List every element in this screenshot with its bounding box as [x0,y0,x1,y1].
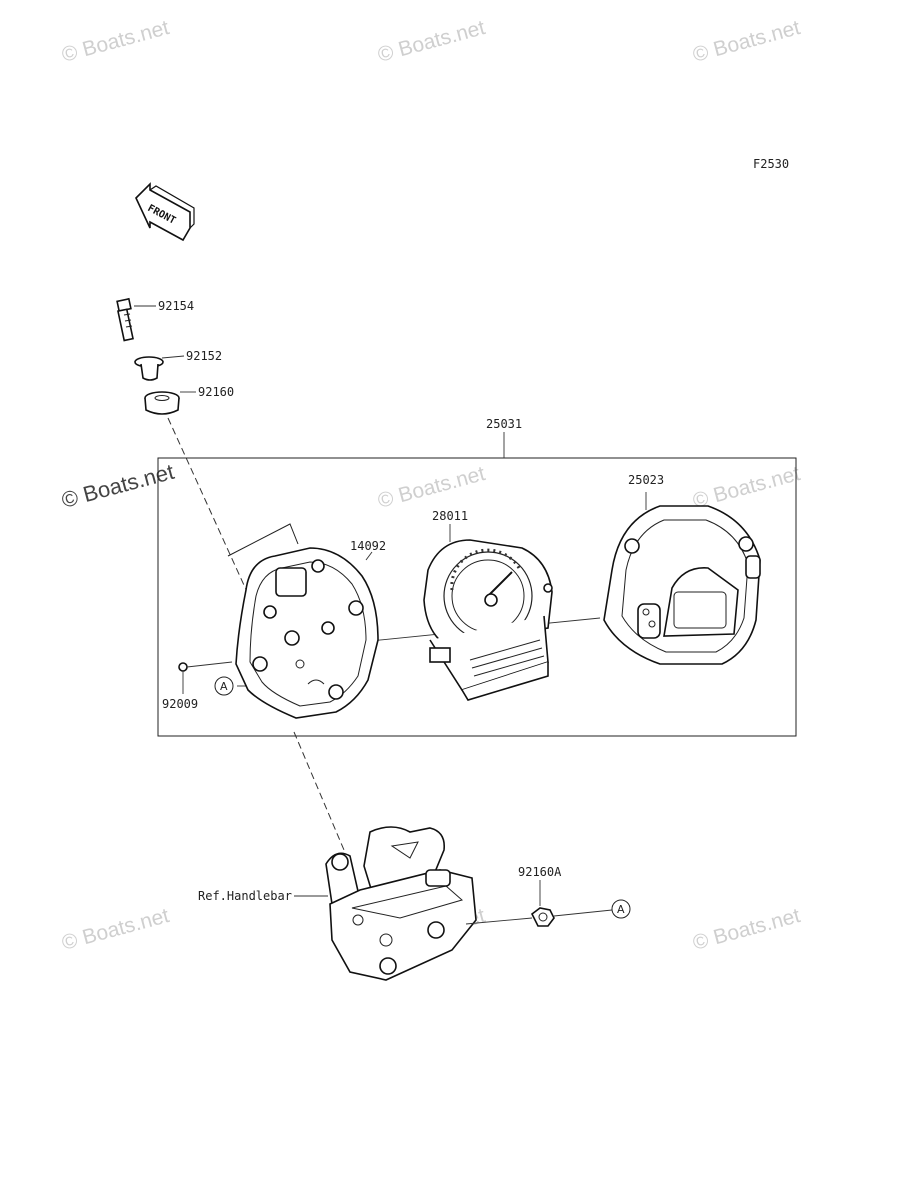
front-arrow-icon: FRONT [135,182,195,242]
label-ref-handlebar: Ref.Handlebar [198,889,292,903]
callout-letter: A [220,680,228,693]
watermark: © Boats.net [690,16,802,67]
cover-25023 [603,505,761,665]
watermark: © Boats.net [59,904,171,955]
watermarks: © Boats.net © Boats.net © Boats.net © Bo… [59,16,803,955]
label-92160: 92160 [198,385,234,399]
callout-a-right: A [611,899,631,919]
watermark-dark: © Boats.net [59,459,177,513]
label-25031: 25031 [486,417,522,431]
bolt-92154 [116,297,134,342]
assembly-box-25031 [157,457,797,737]
grommet-92160 [144,391,180,415]
assembly-line [293,731,345,851]
collar-92152 [134,356,164,381]
label-92009: 92009 [162,697,198,711]
case-14092 [227,523,379,719]
meter-unit-28011 [423,539,553,701]
label-14092: 14092 [350,539,386,553]
figure-code: F2530 [753,157,789,171]
label-92154: 92154 [158,299,194,313]
screw-92009 [178,661,233,672]
label-28011: 28011 [432,509,468,523]
assembly-line [167,417,259,617]
watermark: © Boats.net [375,16,487,67]
callout-letter: A [617,903,625,916]
label-92152: 92152 [186,349,222,363]
bracket-handlebar [325,826,477,981]
label-92160A: 92160A [518,865,562,879]
watermark: © Boats.net [375,462,487,513]
assembly-line [465,917,533,925]
callout-a-left: A [214,676,234,696]
label-25023: 25023 [628,473,664,487]
watermark: © Boats.net [59,16,171,67]
watermark: © Boats.net [690,904,802,955]
nut-92160A [530,907,555,927]
